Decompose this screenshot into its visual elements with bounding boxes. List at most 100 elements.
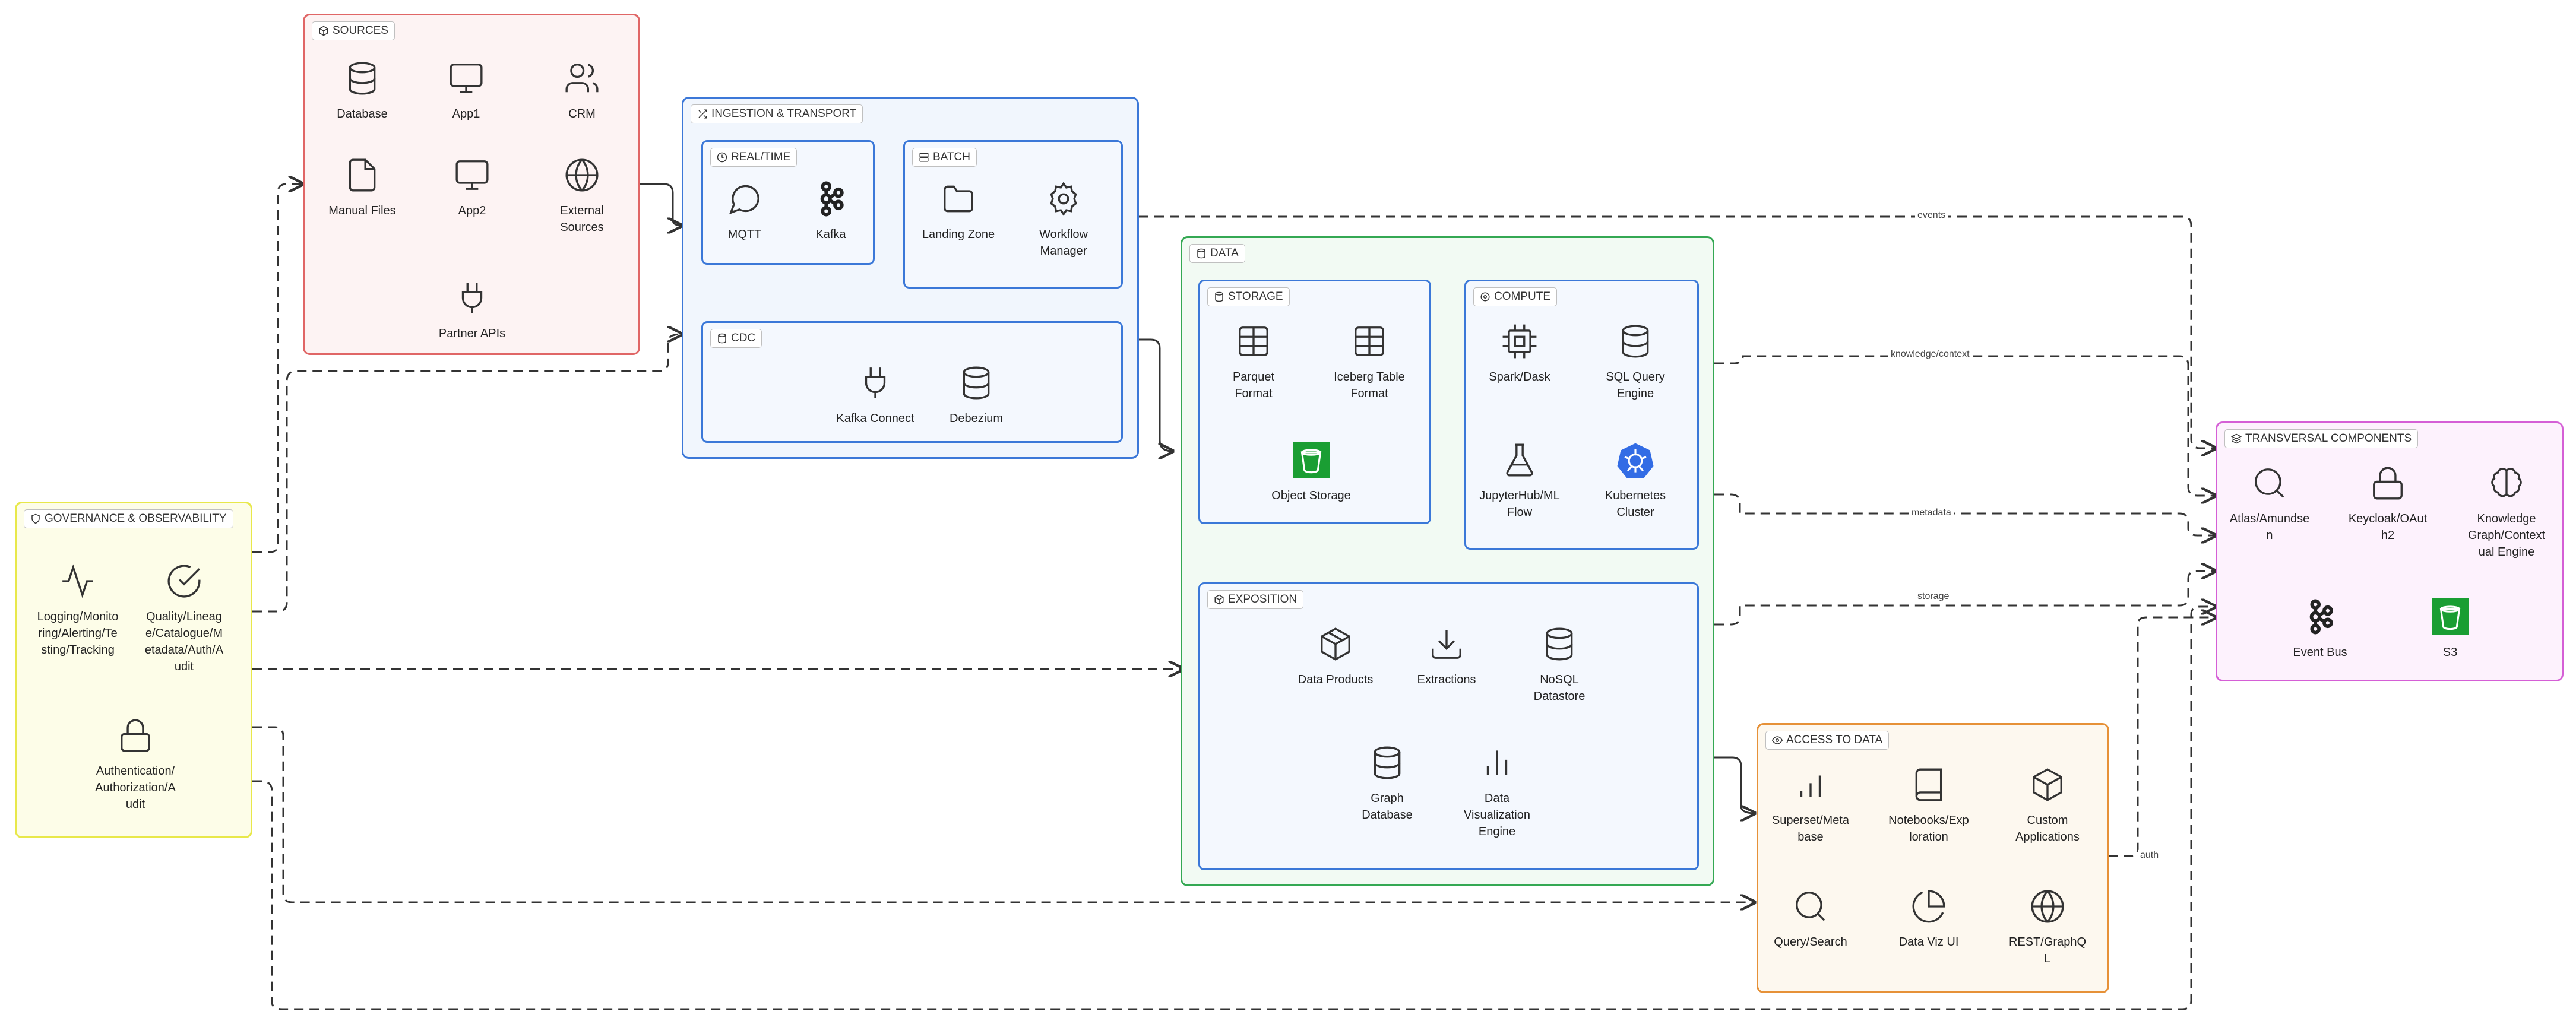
storage-iceberg[interactable]: Iceberg Table Format [1316,320,1423,402]
database-icon [718,333,726,344]
compute-sql-engine[interactable]: SQL Query Engine [1582,320,1689,402]
database-icon [955,362,998,404]
edge-label-events: events [1915,210,1948,221]
monitor-icon [445,57,488,100]
edge-knowledge [1714,355,2216,496]
access-superset[interactable]: Superset/Meta base [1757,763,1864,845]
expo-extractions[interactable]: Extractions [1393,623,1500,688]
bar-chart-icon [1476,741,1518,784]
source-manual-files[interactable]: Manual Files [309,154,416,219]
batch-title: BATCH [912,148,977,167]
data-group: DATA STORAGE Parquet Format Iceberg Tabl… [1181,236,1714,886]
edge-label-knowledge: knowledge/context [1888,349,1972,360]
plug-icon [854,362,897,404]
settings-icon [1480,292,1490,302]
table-icon [1348,320,1391,363]
realtime-title: REAL/TIME [710,148,798,167]
compute-title: COMPUTE [1473,287,1557,306]
gov-authentication[interactable]: Authentication/ Authorization/A udit [82,714,189,813]
ingest-mqtt[interactable]: MQTT [691,177,798,243]
clock-icon [717,152,727,163]
source-database[interactable]: Database [309,57,416,122]
source-app1[interactable]: App1 [413,57,520,122]
package-icon [1314,623,1357,665]
access-query-search[interactable]: Query/Search [1757,885,1864,950]
ingest-kafka-connect[interactable]: Kafka Connect [822,362,929,427]
edge-metadata [1714,493,2216,535]
edge-storage [1714,571,2216,626]
globe-icon [561,154,603,196]
access-group: ACCESS TO DATA Superset/Meta base Notebo… [1757,723,2109,993]
transversal-group: TRANSVERSAL COMPONENTS Atlas/Amundse n K… [2216,421,2564,681]
server-icon [919,153,929,162]
database-icon [1366,741,1409,784]
kafka-icon [809,177,852,220]
access-notebooks[interactable]: Notebooks/Exp loration [1875,763,1982,845]
sources-title: SOURCES [312,21,395,40]
check-circle-icon [163,560,205,603]
ingest-workflow-manager[interactable]: Workflow Manager [1010,177,1117,259]
expo-data-products[interactable]: Data Products [1282,623,1389,688]
search-icon [1789,885,1832,928]
storage-title: STORAGE [1207,287,1290,306]
gear-icon [1042,177,1085,220]
edge-gov-sources [252,184,303,553]
lock-icon [2366,462,2409,505]
expo-nosql[interactable]: NoSQL Datastore [1506,623,1613,705]
eye-icon [1772,736,1783,744]
compute-spark[interactable]: Spark/Dask [1466,320,1573,385]
access-data-viz-ui[interactable]: Data Viz UI [1875,885,1982,950]
transversal-knowledge-graph[interactable]: Knowledge Graph/Context ual Engine [2453,462,2560,560]
access-custom-apps[interactable]: Custom Applications [1994,763,2101,845]
plug-icon [451,277,493,319]
pie-chart-icon [1907,885,1950,928]
kafka-icon [2299,595,2341,638]
storage-object-storage[interactable]: Object Storage [1258,439,1365,504]
expo-graph-db[interactable]: Graph Database [1334,741,1441,823]
transversal-s3[interactable]: S3 [2397,595,2504,661]
data-title: DATA [1189,244,1245,263]
ingest-landing-zone[interactable]: Landing Zone [905,177,1012,243]
exposition-group: EXPOSITION Data Products Extractions NoS… [1198,582,1699,870]
database-icon [1197,248,1205,259]
source-crm[interactable]: CRM [529,57,635,122]
sources-group: SOURCES Database App1 CRM Manual Files A… [303,14,640,355]
storage-parquet[interactable]: Parquet Format [1200,320,1307,402]
edge-auth [2108,617,2216,857]
transversal-event-bus[interactable]: Event Bus [2267,595,2374,661]
expo-data-viz-engine[interactable]: Data Visualization Engine [1444,741,1550,840]
ingest-kafka[interactable]: Kafka [777,177,884,243]
gov-logging[interactable]: Logging/Monito ring/Alerting/Te sting/Tr… [24,560,131,658]
message-icon [723,177,766,220]
users-icon [561,57,603,100]
layers-icon [2231,433,2242,444]
transversal-title: TRANSVERSAL COMPONENTS [2224,429,2419,448]
edge-data-access [1714,756,1755,813]
compute-jupyterhub[interactable]: JupyterHub/ML Flow [1466,439,1573,521]
monitor-icon [451,154,493,196]
access-rest-graphql[interactable]: REST/GraphQ L [1994,885,2101,967]
edge-label-metadata: metadata [1909,508,1954,518]
gov-quality[interactable]: Quality/Lineag e/Catalogue/M etadata/Aut… [131,560,238,675]
source-partner-apis[interactable]: Partner APIs [419,277,526,342]
compute-kubernetes[interactable]: Kubernetes Cluster [1582,439,1689,521]
cpu-icon [1498,320,1541,363]
notebook-icon [1907,763,1950,806]
transversal-keycloak[interactable]: Keycloak/OAut h2 [2334,462,2441,544]
kubernetes-icon [1614,439,1657,481]
ingestion-title: INGESTION & TRANSPORT [691,104,863,123]
governance-group: GOVERNANCE & OBSERVABILITY Logging/Monit… [15,502,252,838]
cdc-group: CDC Kafka Connect Debezium [701,321,1123,443]
s3-bucket-icon [1290,439,1333,481]
source-external[interactable]: External Sources [529,154,635,236]
brain-icon [2485,462,2528,505]
ingest-debezium[interactable]: Debezium [923,362,1030,427]
table-icon [1232,320,1275,363]
source-app2[interactable]: App2 [419,154,526,219]
transversal-atlas[interactable]: Atlas/Amundse n [2216,462,2323,544]
access-title: ACCESS TO DATA [1765,731,1890,750]
download-icon [1425,623,1468,665]
edge-sources-ingestion [640,183,682,226]
